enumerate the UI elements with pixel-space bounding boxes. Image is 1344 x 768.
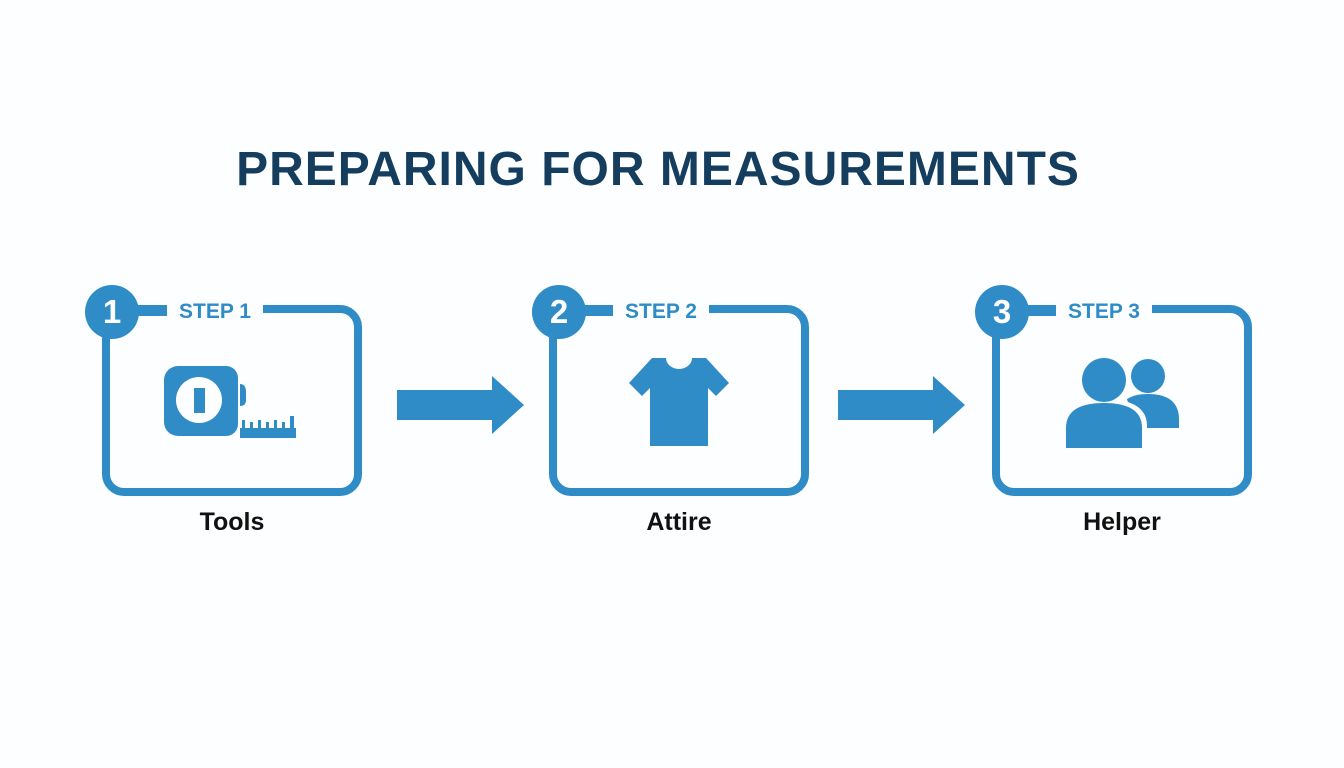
step-number-badge: 1 xyxy=(85,285,139,339)
users-icon xyxy=(1065,356,1179,448)
arrow-right-icon xyxy=(397,376,524,434)
page-title: PREPARING FOR MEASUREMENTS xyxy=(236,143,1080,196)
tape-measure-icon xyxy=(164,366,296,438)
step-label: STEP 2 xyxy=(613,294,709,330)
connector-line xyxy=(137,308,167,316)
connector-line xyxy=(584,308,614,316)
connector-line xyxy=(1027,308,1057,316)
t-shirt-icon xyxy=(629,358,729,446)
step-number-badge: 3 xyxy=(975,285,1029,339)
step-card-1: STEP 1 1 Tools xyxy=(82,280,372,536)
step-number-badge: 2 xyxy=(532,285,586,339)
step-caption: Tools xyxy=(199,508,265,536)
arrow-right-icon xyxy=(838,376,965,434)
step-caption: Helper xyxy=(1083,508,1161,536)
step-caption: Attire xyxy=(646,508,712,536)
step-label: STEP 3 xyxy=(1056,294,1152,330)
step-card-2: STEP 2 2 Attire xyxy=(529,280,819,536)
step-label: STEP 1 xyxy=(167,294,263,330)
step-card-3: STEP 3 3 Helper xyxy=(972,280,1262,536)
